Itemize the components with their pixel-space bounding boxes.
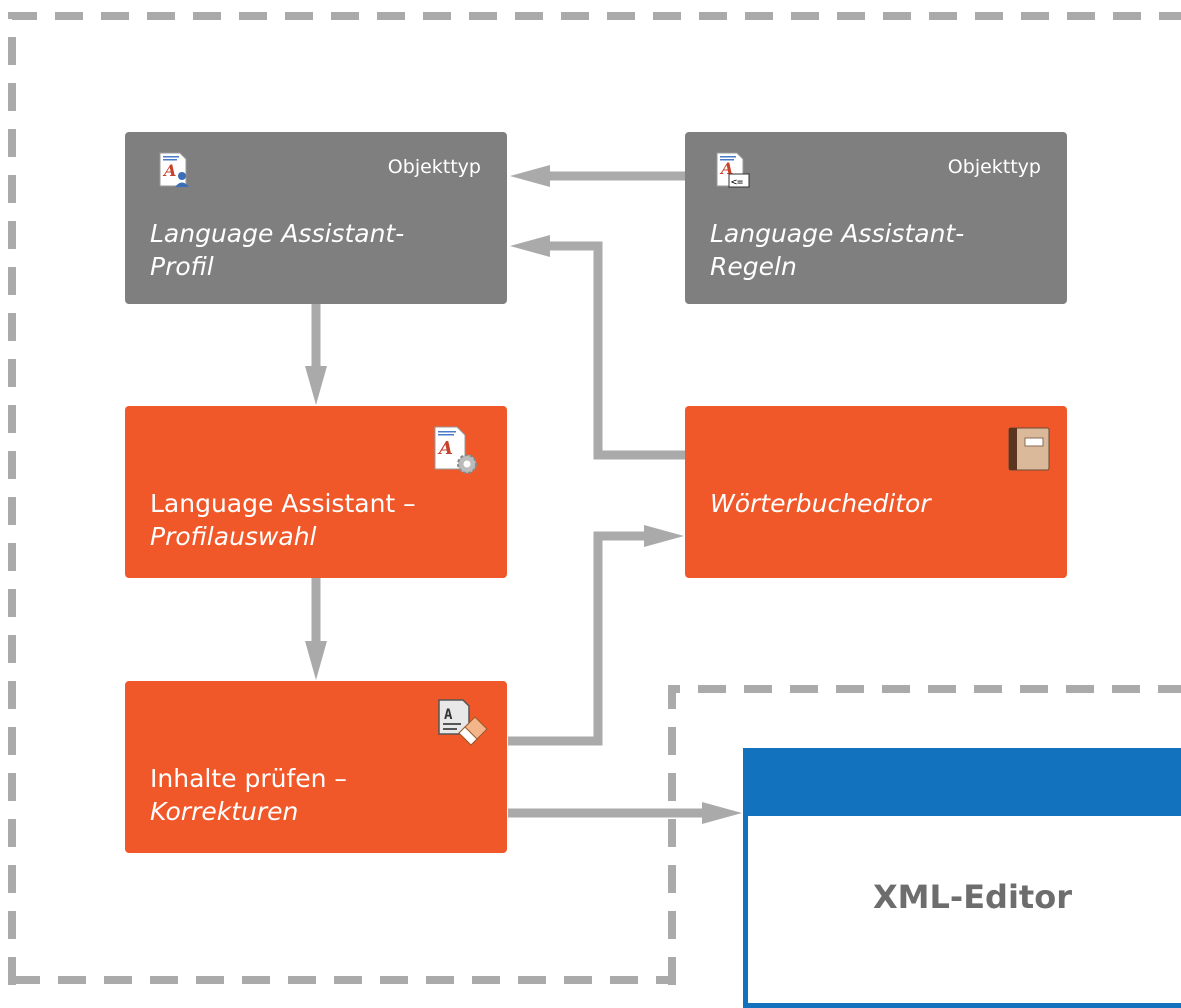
box-label: Language Assistant- Regeln xyxy=(710,218,964,283)
label-line: Language Assistant – xyxy=(150,489,416,518)
document-eraser-icon: A xyxy=(437,699,489,751)
document-rules-icon: A <= xyxy=(715,152,751,192)
svg-text:A: A xyxy=(437,438,453,459)
label-line: Profil xyxy=(150,251,214,281)
label-line: Korrekturen xyxy=(150,796,299,826)
svg-text:<=: <= xyxy=(731,177,743,188)
box-label: Inhalte prüfen – Korrekturen xyxy=(150,763,347,828)
label-line: Language Assistant- xyxy=(150,219,405,248)
outer-dashed-frame xyxy=(8,12,1181,985)
box-check-content[interactable]: A Inhalte prüfen – Korrekturen xyxy=(125,681,507,853)
label-line: Wörterbucheditor xyxy=(710,489,931,518)
svg-text:A: A xyxy=(444,707,453,723)
svg-text:A: A xyxy=(162,161,176,180)
arrowhead-dictionary-to-profile xyxy=(510,235,550,257)
arrowhead-check-to-xml xyxy=(702,802,742,824)
document-gear-icon: A xyxy=(433,426,481,480)
label-line: Regeln xyxy=(710,251,797,281)
object-type-tag: Objekttyp xyxy=(947,156,1041,178)
object-type-tag: Objekttyp xyxy=(387,156,481,178)
arrowheads xyxy=(305,165,742,824)
label-line: Inhalte prüfen – xyxy=(150,764,347,793)
arrowhead-profile-to-selection xyxy=(305,366,327,405)
box-dictionary-editor[interactable]: Wörterbucheditor xyxy=(685,406,1067,578)
box-language-assistant-profile[interactable]: A Objekttyp Language Assistant- Profil xyxy=(125,132,507,304)
diagram-canvas xyxy=(8,12,1181,985)
xml-editor-panel[interactable]: XML-Editor xyxy=(743,748,1181,1008)
arrowhead-check-to-dictionary xyxy=(644,525,684,547)
box-label: Language Assistant – Profilauswahl xyxy=(150,488,416,553)
document-user-icon: A xyxy=(158,152,190,192)
box-label: Language Assistant- Profil xyxy=(150,218,404,283)
label-line: Language Assistant- xyxy=(710,219,965,248)
svg-text:A: A xyxy=(719,159,733,178)
arrowhead-rules-to-profile xyxy=(510,165,550,187)
box-label: Wörterbucheditor xyxy=(710,488,931,521)
box-profile-selection[interactable]: A Language Assistant – Profilauswahl xyxy=(125,406,507,578)
label-line: Profilauswahl xyxy=(150,521,317,551)
box-language-assistant-rules[interactable]: A <= Objekttyp Language Assistant- Regel… xyxy=(685,132,1067,304)
inner-dashed-frame xyxy=(668,685,1181,985)
arrow-dictionary-to-profile xyxy=(535,241,686,460)
xml-editor-title: XML-Editor xyxy=(873,878,1072,916)
book-icon xyxy=(1007,426,1051,476)
arrowhead-selection-to-check xyxy=(305,641,327,680)
arrow-check-to-dictionary xyxy=(508,531,660,746)
xml-editor-header-bar xyxy=(748,753,1181,816)
